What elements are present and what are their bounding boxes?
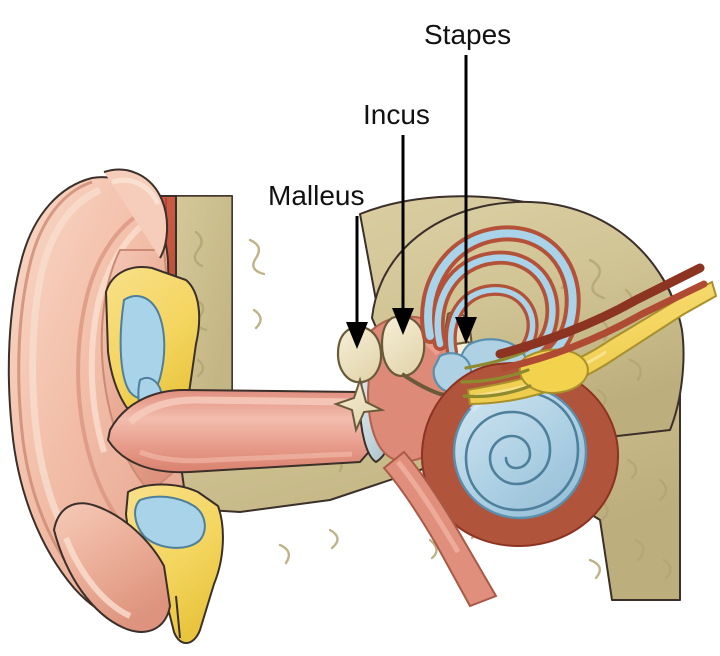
incus-leader — [392, 135, 414, 335]
malleus-bone — [333, 325, 386, 434]
earlobe-cartilage — [125, 483, 224, 644]
eustachian-tube — [382, 450, 498, 608]
label-stapes: Stapes — [424, 19, 511, 50]
ear-canal — [107, 389, 375, 474]
cochlea — [420, 362, 620, 548]
stapes-leader — [455, 55, 477, 344]
malleus-leader — [346, 216, 368, 349]
blood-vessels — [495, 263, 708, 372]
label-malleus: Malleus — [268, 180, 364, 211]
earlobe — [52, 502, 172, 633]
label-incus: Incus — [363, 99, 430, 130]
